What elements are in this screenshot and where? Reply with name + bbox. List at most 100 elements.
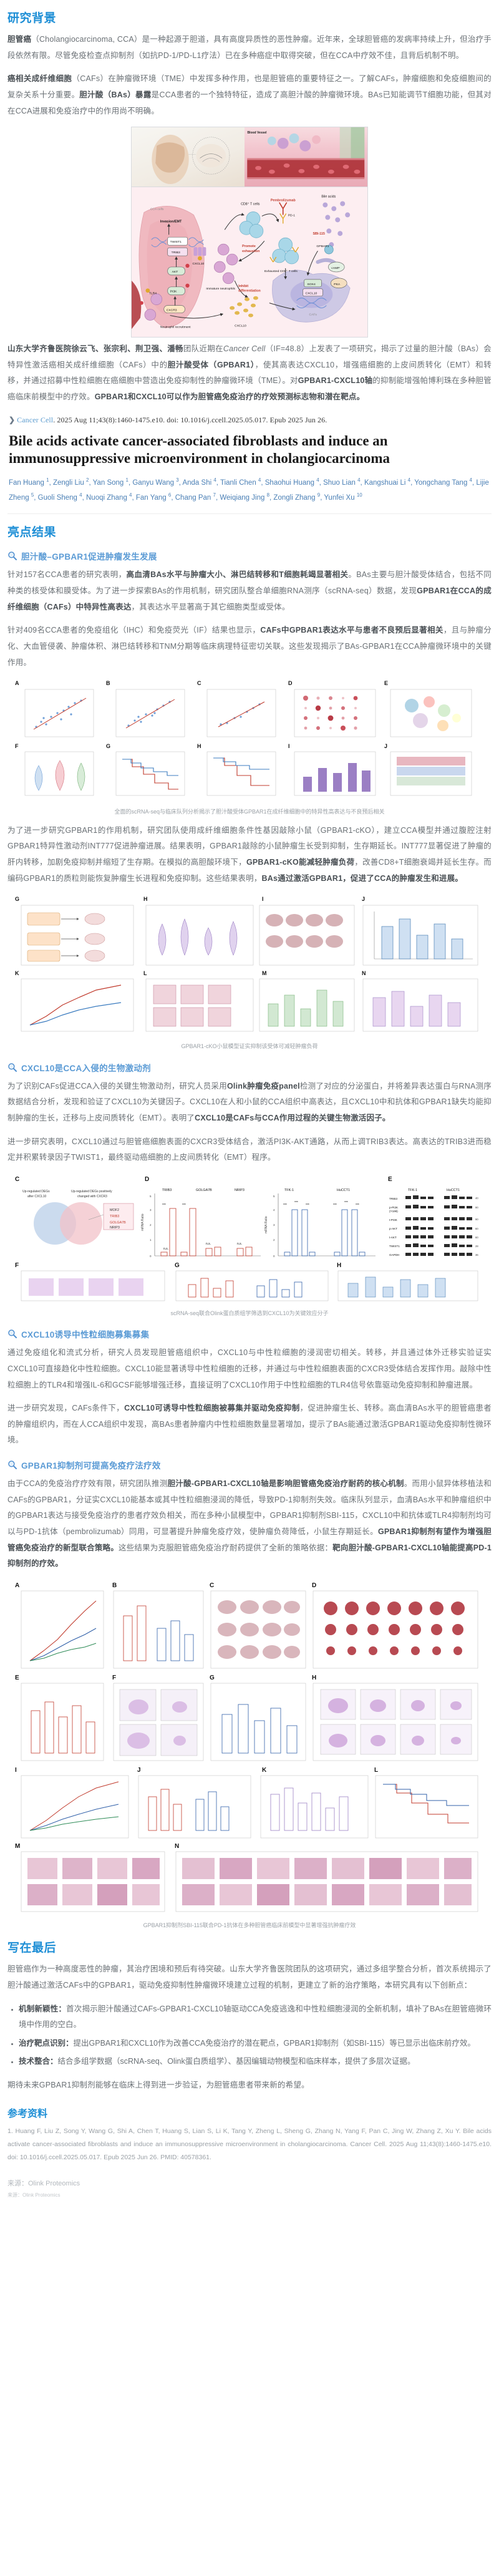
author-name[interactable]: Yan Song [92,479,126,487]
svg-text:0: 0 [150,1255,152,1258]
author-separator: , [360,479,364,487]
graphical-abstract-image: Blood Vessel [131,127,368,338]
sum-run-0: 山东大学齐鲁医院徐云飞、张宗利、荆卫强、潘畅 [7,344,183,354]
author-name[interactable]: Anda Shi [182,479,214,487]
author-affiliation-marker: 4 [213,477,216,484]
list-item: 技术整合：结合多组学数据（scRNA-seq、Olink蛋白质组学）、基因编辑动… [19,2054,492,2070]
author-name[interactable]: Nuoqi Zhang [86,493,130,502]
author-name[interactable]: Lijie Zheng [9,479,489,502]
svg-text:C: C [210,1582,214,1589]
svg-text:F: F [112,1674,116,1681]
author-name[interactable]: Weiqiang Jing [220,493,267,502]
author-name[interactable]: Yongchang Tang [414,479,470,487]
svg-text:A: A [15,680,19,686]
svg-text:n.s.: n.s. [163,1247,168,1251]
svg-text:HuCCT1: HuCCT1 [337,1188,350,1192]
concl-intro-r0: 胆管癌作为一种高度恶性的肿瘤，其治疗困境和预后有待突破。山东大学齐鲁医院团队的这… [7,1965,492,1990]
hl1p1-r0: 为了识别CAFs促进CCA入侵的关键生物激动剂，研究人员采用 [7,1081,227,1091]
svg-text:CXCL10: CXCL10 [306,292,317,296]
author-name[interactable]: Ganyu Wang [132,479,177,487]
author-name[interactable]: Shuo Lian [323,479,358,487]
author-name[interactable]: Zongli Zhang [273,493,317,502]
subheading-inhibitor[interactable]: GPBAR1抑制剂可提高免疫疗法疗效 [7,1459,492,1471]
hl0p1-r3: GPBAR1在CCA的成纤维细胞（CAFs）中特异性高表达 [7,586,492,611]
svg-text:GAPDH: GAPDH [389,1253,399,1256]
hl3-paragraph-1: 由于CCA的免疫治疗疗效有限，研究团队推测胆汁酸-GPBAR1-CXCL10轴是… [7,1476,492,1572]
svg-text:Immature neutrophils: Immature neutrophils [206,287,235,291]
bg-p2-run-0: 癌相关成纤维细胞 [7,74,72,84]
author-name[interactable]: Guoli Sheng [37,493,80,502]
svg-text:TWIST1: TWIST1 [389,1245,400,1248]
hl0p2-r2: ，且与肿瘤分化、大血管侵袭、肿瘤体积、淋巴结转移和TNM分期等临床病理特征密切关… [7,626,492,667]
author-name[interactable]: Zengli Liu [52,479,87,487]
author-separator: , [171,493,175,502]
hl1p1-r1: Olink肿瘤免疫panel [226,1081,300,1091]
svg-text:after CXCL10: after CXCL10 [27,1195,47,1198]
bg-p2-run-2: 胆汁酸（BAs）暴露 [79,90,152,99]
author-name[interactable]: Yunfei Xu [324,493,357,502]
hl1-paragraph-2: 进一步研究表明，CXCL10通过与胆管癌细胞表面的CXCR3受体结合，激活PI3… [7,1134,492,1166]
hl2p2-r1: CXCL10可诱导中性粒细胞被募集并驱动免疫抑制 [124,1404,300,1413]
author-name[interactable]: Tianli Chen [220,479,258,487]
svg-text:changed with CXCR3: changed with CXCR3 [77,1195,107,1198]
svg-text:mRNA Ratio: mRNA Ratio [141,1213,145,1231]
figure-4-caption: GPBAR1抑制剂SBI-115联合PD-1抗体在多种胆管癌临床前模型中显著增强… [143,1922,356,1928]
bullet-1-text: 提出GPBAR1和CXCL10作为改善CCA免疫治疗的潜在靶点，GPBAR1抑制… [73,2038,475,2048]
svg-text:PI3K: PI3K [170,290,177,294]
citation-line: ❯Cancer Cell. 2025 Aug 11;43(8):1460-147… [9,416,490,425]
svg-text:G: G [175,1262,180,1269]
svg-text:cAMP: cAMP [331,266,340,270]
sum-run-8: GPBAR1和CXCL10可以作为胆管癌免疫治疗的疗效预测标志物和潜在靶点。 [94,392,365,401]
sum-run-4: 胆汁酸受体（GPBAR1） [167,360,255,369]
svg-text:SBI-115: SBI-115 [312,232,324,236]
svg-text:CXCL10: CXCL10 [192,262,204,266]
svg-text:28: 28 [475,1245,478,1248]
subheading-gpbar1[interactable]: 胆汁酸–GPBAR1促进肿瘤发生发展 [7,550,492,562]
hl0p1-r0: 针对157名CCA患者的研究表明， [7,570,127,580]
author-name[interactable]: Shaohui Huang [264,479,317,487]
svg-text:TFK-1: TFK-1 [408,1188,417,1192]
subheading-neutrophil[interactable]: CXCL10诱导中性粒细胞募集募集 [7,1328,492,1340]
svg-text:J: J [362,896,365,902]
citation-rest: . 2025 Aug 11;43(8):1460-1475.e10. doi: … [53,415,327,424]
hl0p1-r1: 高血清BAs水平与肿瘤大小、淋巴结转移和T细胞耗竭显著相关 [126,570,349,580]
conclusion-outro: 期待未来GPBAR1抑制剂能够在临床上得到进一步验证，为胆管癌患者带来新的希望。 [7,2081,309,2090]
conclusion-intro: 胆管癌作为一种高度恶性的肿瘤，其治疗困境和预后有待突破。山东大学齐鲁医院团队的这… [7,1961,492,1993]
author-name[interactable]: Fan Yang [135,493,168,502]
ga-mechanism-svg: CCA cells Invasion/EMT TWIST1 TRIB3 AKT … [132,195,351,329]
subheading-cxcl10[interactable]: CXCL10是CCA入侵的生物激动剂 [7,1061,492,1074]
subheading-label: 胆汁酸–GPBAR1促进肿瘤发生发展 [21,552,157,562]
subheading-label: CXCL10诱导中性粒细胞募集募集 [21,1330,150,1340]
svg-text:***: *** [283,1203,287,1207]
author-affiliation-marker: 4 [469,477,472,484]
author-name[interactable]: Kangshuai Li [364,479,408,487]
svg-text:***: *** [294,1201,298,1205]
search-icon [8,552,17,561]
svg-text:K: K [15,970,19,976]
conclusion-bullets: 机制新颖性：首次揭示胆汁酸通过CAFs-GPBAR1-CXCL10轴驱动CCA免… [7,2001,492,2071]
author-name[interactable]: Chang Pan [175,493,213,502]
page-title-conclusion: 写在最后 [7,1942,57,1955]
bullet-2-text: 结合多组学数据（scRNA-seq、Olink蛋白质组学）、基因编辑动物模型和临… [57,2057,415,2066]
bg-p2-run-3: 是CCA患者的一个独特特征，造成了高胆汁酸的肿瘤微环境。BAs已知能调节T细胞功… [7,90,492,115]
journal-name[interactable]: Cancer Cell [17,415,54,424]
sum-run-6: GPBAR1-CXCL10轴 [298,376,373,386]
hl3p1-r0: 由于CCA的免疫治疗疗效有限，研究团队推测 [7,1479,168,1489]
citation-card: ❯Cancer Cell. 2025 Aug 11;43(8):1460-147… [7,416,492,505]
author-affiliation-marker: 4 [129,492,132,498]
hl2p2-r0: 进一步研究发现，CAFs条件下， [7,1404,125,1413]
author-affiliation-marker: 9 [317,492,321,498]
svg-text:N: N [175,1843,179,1850]
svg-text:TRIB3: TRIB3 [389,1197,397,1200]
svg-text:90: 90 [475,1206,478,1209]
svg-text:exhaustion: exhaustion [242,250,259,253]
author-name[interactable]: Fan Huang [9,479,47,487]
svg-text:TRIB3: TRIB3 [162,1188,172,1192]
author-separator: , [128,479,133,487]
author-list: Fan Huang 1, Zengli Liu 2, Yan Song 1, G… [9,475,490,505]
hl0p3-r1: GPBAR1-cKO能减轻肿瘤负荷 [246,857,355,867]
svg-text:***: *** [306,1203,309,1207]
